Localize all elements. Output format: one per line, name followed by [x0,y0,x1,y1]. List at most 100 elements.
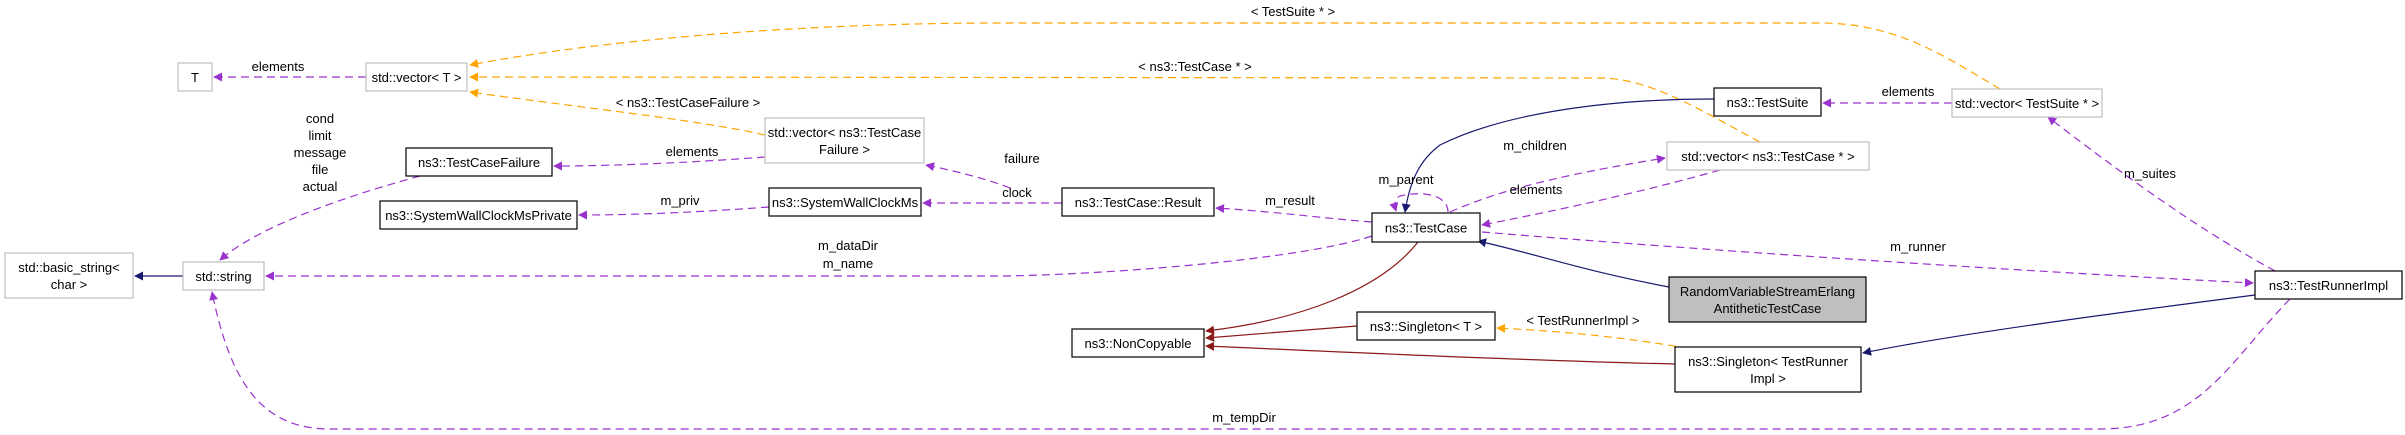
class-box [1668,276,1867,323]
class-box [764,117,925,164]
edge-vecTCF-to-vecT [469,88,766,136]
class-name-text: ns3::TestCase [1385,221,1467,236]
class-box [1071,328,1205,358]
edge-label: m_children [1503,138,1567,153]
edge-label: message [294,145,347,160]
edge-labels-layer: elements< ns3::TestCaseFailure >< ns3::T… [252,4,2177,425]
class-node-Focus: RandomVariableStreamErlangAntitheticTest… [1668,276,1867,323]
edge-label: m_dataDir [818,238,879,253]
class-node-basic_string[interactable]: std::basic_string<char > [4,252,134,299]
class-box [1951,88,2103,118]
edge-vecTS-to-vecT [469,22,2001,90]
class-name-text: Failure > [819,142,870,157]
class-node-SWCMs[interactable]: ns3::SystemWallClockMs [768,187,922,217]
class-box [1666,141,1870,171]
class-box [1356,311,1496,341]
edge-label: actual [303,179,338,194]
class-name-text: ns3::Singleton< T > [1370,319,1482,334]
edge-SWCMs-to-SWCMsPrivate [578,206,770,220]
class-node-TestCase[interactable]: ns3::TestCase [1371,212,1481,243]
edge-vecTC-to-vecT [469,72,1761,143]
class-box [2254,270,2403,300]
edge-label: elements [1882,84,1935,99]
edge-label: < TestSuite * > [1251,4,1335,19]
edge-TestRunnerImpl-to-string [209,291,2291,430]
edge-label: m_runner [1890,239,1946,254]
class-node-vecTS[interactable]: std::vector< TestSuite * > [1951,88,2103,118]
edge-vecTC-to-TestCase [1481,169,1721,228]
class-name-text: ns3::Singleton< TestRunner [1688,354,1849,369]
class-node-T[interactable]: T [177,62,213,92]
class-box [182,261,265,291]
edge-label: < TestRunnerImpl > [1526,313,1639,328]
edge-label: < ns3::TestCaseFailure > [616,95,761,110]
class-node-NonCopyable[interactable]: ns3::NonCopyable [1071,328,1205,358]
edge-label: m_parent [1379,172,1434,187]
edge-label: elements [1510,182,1563,197]
edge-label: elements [666,144,719,159]
class-name-text: RandomVariableStreamErlang [1680,284,1855,299]
class-name-text: Impl > [1750,371,1786,386]
edge-label: limit [308,128,331,143]
edge-label: file [312,162,329,177]
class-node-vecT[interactable]: std::vector< T > [365,62,468,92]
class-node-TestSuite[interactable]: ns3::TestSuite [1713,87,1822,117]
edge-Focus-to-TestCase [1477,238,1670,288]
class-node-TestRunnerImpl[interactable]: ns3::TestRunnerImpl [2254,270,2403,300]
class-name-text: ns3::TestCase::Result [1075,195,1202,210]
class-name-text: std::basic_string< [18,260,120,275]
edge-TestRunnerImpl-to-SingletonTRI [1862,294,2256,356]
class-box [365,62,468,92]
edge-TestRunnerImpl-to-vecTS [2047,116,2276,272]
class-name-text: ns3::TestCaseFailure [418,155,540,170]
class-node-string[interactable]: std::string [182,261,265,291]
class-node-SingletonTRI[interactable]: ns3::Singleton< TestRunnerImpl > [1674,346,1862,393]
class-name-text: T [191,70,199,85]
class-node-SingletonT[interactable]: ns3::Singleton< T > [1356,311,1496,341]
class-box [177,62,213,92]
edge-label: m_name [823,256,874,271]
class-box [768,187,922,217]
edge-SingletonT-to-NonCopyable [1205,325,1358,342]
class-node-SWCMsPrivate[interactable]: ns3::SystemWallClockMsPrivate [379,200,578,230]
class-name-text: ns3::SystemWallClockMs [772,195,919,210]
edge-TestCase-to-vecTC [1449,154,1666,213]
class-name-text: char > [51,277,88,292]
edge-vecTCF-to-TestCaseFailure [553,156,766,171]
edge-SingletonTRI-to-NonCopyable [1205,341,1676,365]
edge-TestCase-to-TestCase [1389,193,1449,213]
edge-TestCase-to-TestRunnerImpl [1481,231,2254,288]
class-name-text: ns3::TestSuite [1727,95,1809,110]
class-box [379,200,578,230]
class-node-Result[interactable]: ns3::TestCase::Result [1061,187,1215,217]
edge-label: cond [306,111,334,126]
class-node-TestCaseFailure[interactable]: ns3::TestCaseFailure [405,147,553,177]
edge-label: failure [1004,151,1039,166]
class-box [4,252,134,299]
class-node-vecTCF[interactable]: std::vector< ns3::TestCaseFailure > [764,117,925,164]
edge-TestCase-to-Result [1215,204,1373,223]
class-box [1061,187,1215,217]
class-name-text: ns3::SystemWallClockMsPrivate [385,208,572,223]
edge-label: m_tempDir [1212,410,1276,425]
class-box [1371,212,1481,243]
edge-label: clock [1002,185,1032,200]
edge-label: m_result [1265,193,1315,208]
class-name-text: ns3::TestRunnerImpl [2269,278,2388,293]
edge-TestSuite-to-TestCase [1401,98,1715,213]
edge-label: < ns3::TestCase * > [1138,59,1251,74]
class-box [405,147,553,177]
class-name-text: ns3::NonCopyable [1085,336,1192,351]
edge-TestCaseFailure-to-string [219,175,421,261]
edge-Result-to-vecTCF [925,162,1011,189]
edge-TestCase-to-string [265,235,1373,281]
class-name-text: std::vector< ns3::TestCase * > [1681,149,1854,164]
class-name-text: std::string [195,269,251,284]
class-box [1713,87,1822,117]
edge-TestCase-to-NonCopyable [1205,241,1419,335]
class-name-text: std::vector< TestSuite * > [1955,96,2099,111]
class-node-vecTC[interactable]: std::vector< ns3::TestCase * > [1666,141,1870,171]
edge-label: m_priv [660,193,700,208]
